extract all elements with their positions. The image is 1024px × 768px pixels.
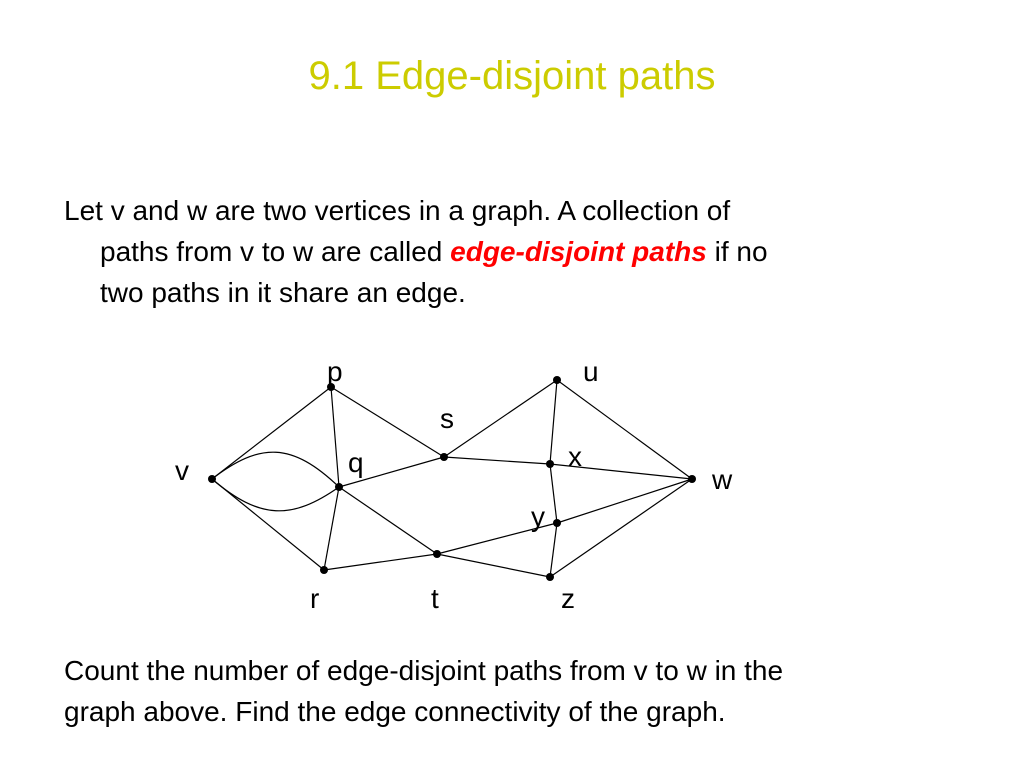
definition-line-2-end: if no bbox=[706, 236, 768, 267]
vertex-r bbox=[320, 566, 328, 574]
vertex-label-q: q bbox=[348, 447, 364, 478]
edge-s-x bbox=[443, 456, 551, 465]
edge-u-x bbox=[549, 379, 558, 465]
edge-p-s bbox=[330, 386, 445, 458]
vertex-label-x: x bbox=[568, 441, 582, 472]
vertex-label-t: t bbox=[431, 583, 439, 614]
question-paragraph: Count the number of edge-disjoint paths … bbox=[64, 650, 984, 732]
edge-r-t bbox=[323, 553, 438, 571]
vertex-u bbox=[553, 376, 561, 384]
vertex-label-r: r bbox=[310, 583, 319, 614]
edge-s-u bbox=[443, 379, 558, 458]
vertex-label-u: u bbox=[583, 356, 599, 387]
vertex-y bbox=[553, 519, 561, 527]
vertex-v bbox=[208, 475, 216, 483]
vertex-label-p: p bbox=[327, 356, 343, 387]
vertex-s bbox=[440, 453, 448, 461]
vertex-w bbox=[688, 475, 696, 483]
vertex-label-z: z bbox=[561, 583, 575, 614]
definition-line-2: paths from v to w are called edge-disjoi… bbox=[64, 231, 964, 272]
vertex-label-v: v bbox=[175, 455, 189, 486]
edge-t-y bbox=[436, 522, 558, 555]
edge-z-w bbox=[549, 478, 693, 578]
edge-v-p bbox=[211, 386, 332, 480]
edge-q-s bbox=[338, 456, 445, 488]
definition-line-2-start: paths from v to w are called bbox=[100, 236, 451, 267]
labels-layer: v p q r s t u xy z w bbox=[175, 356, 733, 614]
vertex-label-s: s bbox=[440, 403, 454, 434]
definition-line-1: Let v and w are two vertices in a graph.… bbox=[64, 195, 731, 226]
edge-x-y bbox=[549, 463, 558, 524]
vertex-label-y: y bbox=[531, 501, 545, 532]
edge-t-z bbox=[436, 553, 551, 578]
question-line-1: Count the number of edge-disjoint paths … bbox=[64, 655, 784, 686]
vertex-x bbox=[546, 460, 554, 468]
edges-layer bbox=[211, 379, 693, 578]
edge-p-q bbox=[330, 386, 340, 488]
edge-v-r bbox=[211, 478, 325, 571]
edge-y-z bbox=[549, 522, 558, 578]
defined-term: edge-disjoint paths bbox=[450, 236, 707, 267]
vertex-q bbox=[335, 483, 343, 491]
definition-line-3: two paths in it share an edge. bbox=[100, 277, 466, 308]
vertex-z bbox=[546, 573, 554, 581]
edge-q-r bbox=[323, 486, 340, 571]
edge-v-q bbox=[211, 451, 340, 488]
question-line-2: graph above. Find the edge connectivity … bbox=[64, 696, 726, 727]
definition-paragraph: Let v and w are two vertices in a graph.… bbox=[64, 190, 964, 313]
vertex-label-w: w bbox=[711, 464, 733, 495]
vertex-p bbox=[327, 383, 335, 391]
slide-title: 9.1 Edge-disjoint paths bbox=[308, 54, 716, 98]
vertices-layer bbox=[208, 376, 696, 581]
edge-q-t bbox=[338, 486, 438, 555]
edge-x-w bbox=[549, 463, 693, 480]
edge-u-w bbox=[556, 379, 693, 480]
vertex-t bbox=[433, 550, 441, 558]
edge-y-w bbox=[556, 478, 693, 524]
